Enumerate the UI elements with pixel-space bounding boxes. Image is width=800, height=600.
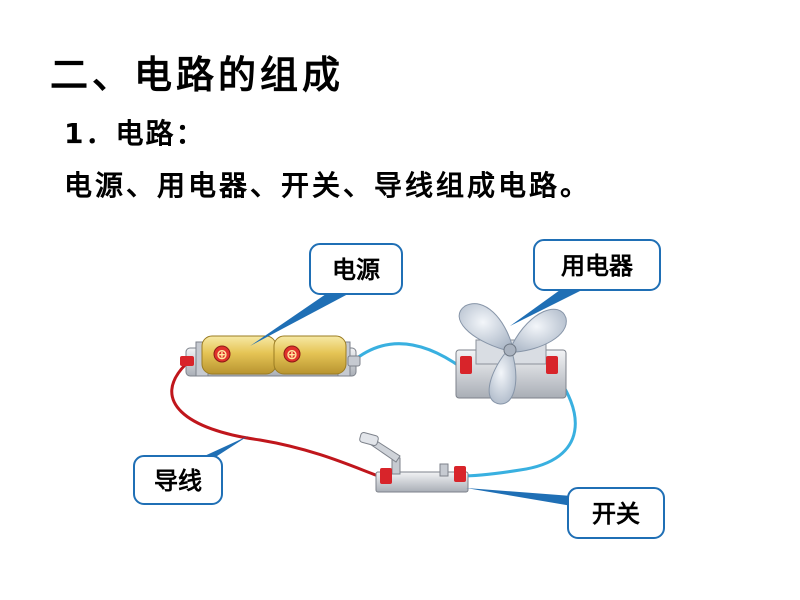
battery-plus-symbol-2: ⊕ [286, 347, 298, 363]
fan-terminal-left [460, 356, 472, 374]
section-heading: 1．电路： [64, 117, 206, 150]
slide-title: 二、电路的组成 [50, 53, 345, 97]
callout-wire: 导线 [133, 436, 248, 505]
battery-plus-symbol-1: ⊕ [216, 347, 228, 363]
callout-switch-label: 开关 [592, 500, 640, 528]
fan-appliance [455, 303, 567, 405]
definition-sentence: 电源、用电器、开关、导线组成电路。 [64, 169, 592, 202]
wire-red [170, 362, 385, 480]
callout-power-label: 电源 [332, 256, 380, 284]
battery-holder: ⊕ ⊕ [180, 335, 361, 377]
callout-wire-label: 导线 [154, 467, 202, 495]
wire-blue-battery-fan [351, 342, 463, 370]
battery-cell-1 [201, 335, 277, 375]
callout-appliance-label: 用电器 [561, 252, 634, 280]
wire-blue-fan-switch [459, 369, 577, 478]
callout-switch: 开关 [466, 487, 665, 539]
switch-terminal-left [380, 468, 392, 484]
fan-terminal-right [546, 356, 558, 374]
knife-switch [359, 432, 469, 493]
switch-terminal-right [454, 466, 466, 482]
battery-terminal-left [180, 356, 194, 366]
callout-power: 电源 [250, 243, 403, 346]
callout-appliance: 用电器 [510, 239, 661, 326]
